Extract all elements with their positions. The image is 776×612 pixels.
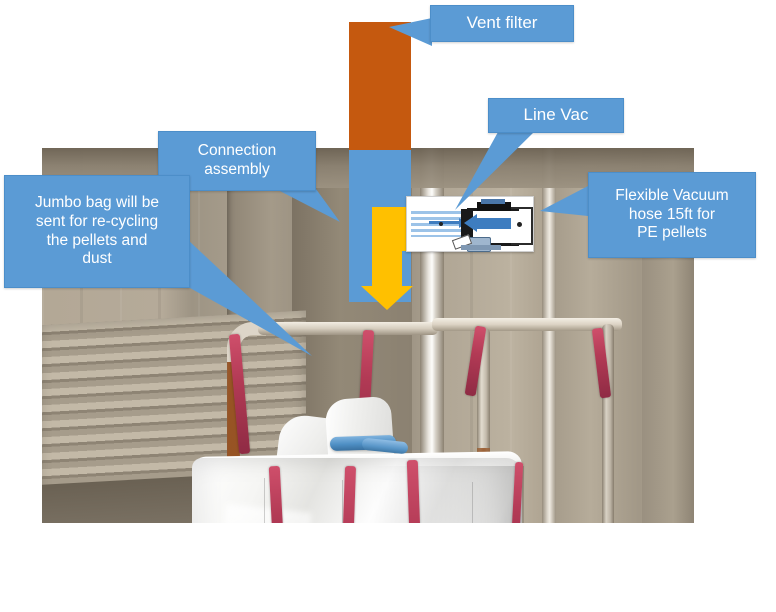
line-vac-inlet-port bbox=[439, 222, 443, 226]
callout-flexible-vacuum-label: Flexible Vacuum hose 15ft for PE pellets bbox=[615, 187, 728, 244]
bag-seam bbox=[264, 478, 265, 523]
callout-jumbo-bag[interactable]: Jumbo bag will be sent for re-cycling th… bbox=[4, 175, 190, 288]
vent-filter-shape bbox=[349, 22, 411, 150]
flexible-line-1: Flexible Vacuum bbox=[615, 186, 729, 204]
bag-shading bbox=[372, 466, 524, 523]
connection-line-1: Connection bbox=[197, 142, 277, 160]
line-vac-device bbox=[406, 196, 534, 252]
line-vac-inlet-arrow-icon bbox=[429, 218, 467, 228]
connection-line-2: assembly bbox=[204, 161, 270, 178]
line-vac-outlet-port bbox=[517, 222, 522, 227]
frame-pipe-top-left bbox=[258, 322, 438, 335]
callout-vent-filter[interactable]: Vent filter bbox=[430, 5, 574, 42]
callout-line-vac-label: Line Vac bbox=[523, 105, 589, 125]
aluminium-post-right bbox=[542, 148, 556, 523]
jumbo-line-1: Jumbo bag will be bbox=[34, 193, 160, 211]
callout-line-vac[interactable]: Line Vac bbox=[488, 98, 624, 133]
bag-seam bbox=[472, 482, 473, 523]
flexible-line-3: PE pellets bbox=[637, 224, 707, 242]
jumbo-line-4: dust bbox=[82, 250, 112, 268]
line-vac-base-trim bbox=[461, 245, 501, 250]
callout-connection-assembly-label: Connection assembly bbox=[198, 142, 276, 180]
line-vac-illustration bbox=[407, 197, 533, 252]
line-vac-outlet-outline bbox=[511, 207, 533, 245]
callout-vent-filter-label: Vent filter bbox=[466, 13, 538, 33]
flow-arrow-vertical bbox=[372, 228, 402, 294]
line-vac-flow-arrow-icon bbox=[464, 214, 511, 232]
bag-seam bbox=[342, 480, 343, 523]
callout-jumbo-bag-label: Jumbo bag will be sent for re-cycling th… bbox=[35, 194, 159, 270]
jumbo-line-2: sent for re-cycling bbox=[35, 212, 159, 230]
callout-flexible-vacuum-hose[interactable]: Flexible Vacuum hose 15ft for PE pellets bbox=[588, 172, 756, 258]
line-vac-top-port bbox=[481, 199, 505, 204]
flow-arrow-head bbox=[361, 286, 413, 310]
flexible-line-2: hose 15ft for bbox=[628, 205, 716, 223]
jumbo-line-3: the pellets and bbox=[46, 231, 148, 249]
